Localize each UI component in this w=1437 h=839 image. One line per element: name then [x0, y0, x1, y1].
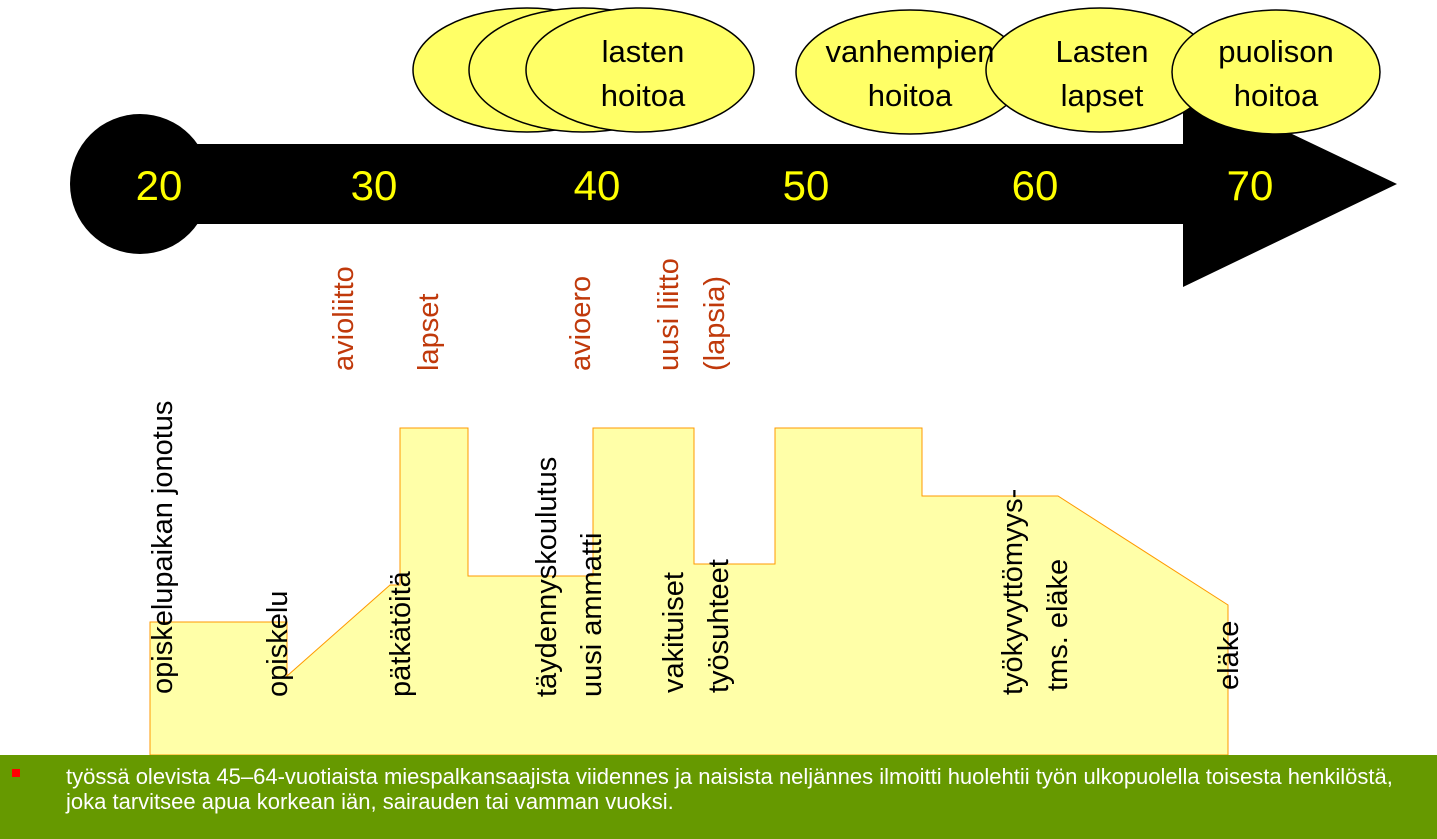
bubble-children-line2: hoitoa [601, 78, 686, 113]
age-30: 30 [351, 162, 398, 209]
work-activity-area [149, 427, 1229, 755]
age-70: 70 [1227, 162, 1274, 209]
phase-pension: eläke [1213, 621, 1245, 690]
phase-permanent-line1: vakituiset [658, 572, 690, 693]
event-divorce: avioero [565, 276, 597, 371]
bubble-parents-line1: vanhempien [826, 34, 995, 69]
bubble-grandchildren-line1: Lasten [1055, 34, 1148, 69]
care-bubble-children [525, 7, 755, 133]
footer-text: työssä olevista 45–64-vuotiaista miespal… [66, 764, 1393, 814]
event-marriage: avioliitto [328, 266, 360, 371]
footer-bar: työssä olevista 45–64-vuotiaista miespal… [0, 755, 1437, 839]
age-40: 40 [574, 162, 621, 209]
bubble-spouse-line1: puolison [1218, 34, 1333, 69]
timeline-arrow [140, 82, 1397, 287]
event-remarriage-line1: uusi liitto [653, 258, 685, 371]
event-remarriage-line2: (lapsia) [699, 276, 731, 371]
phase-training-line2: uusi ammatti [576, 533, 608, 697]
age-50: 50 [783, 162, 830, 209]
bubble-spouse-line2: hoitoa [1234, 78, 1319, 113]
care-bubble-spouse [1171, 9, 1381, 135]
age-20: 20 [136, 162, 183, 209]
phase-disability-line1: työkyvyttömyys- [997, 489, 1029, 695]
phase-disability-line2: tms. eläke [1042, 559, 1074, 691]
age-60: 60 [1012, 162, 1059, 209]
phase-study: opiskelu [262, 591, 294, 697]
bubble-parents-line2: hoitoa [868, 78, 953, 113]
phase-permanent-line2: työsuhteet [703, 559, 735, 693]
phase-queue: opiskelupaikan jonotus [147, 401, 179, 694]
bullet-icon [12, 769, 20, 777]
phase-temp-jobs: pätkätöitä [385, 570, 417, 697]
life-course-diagram: lasten hoitoa vanhempien hoitoa Lasten l… [70, 7, 1397, 755]
event-children: lapset [413, 294, 445, 371]
bubble-grandchildren-line2: lapset [1061, 78, 1144, 113]
phase-training-line1: täydennyskoulutus [531, 457, 563, 697]
bubble-children-line1: lasten [602, 34, 685, 69]
